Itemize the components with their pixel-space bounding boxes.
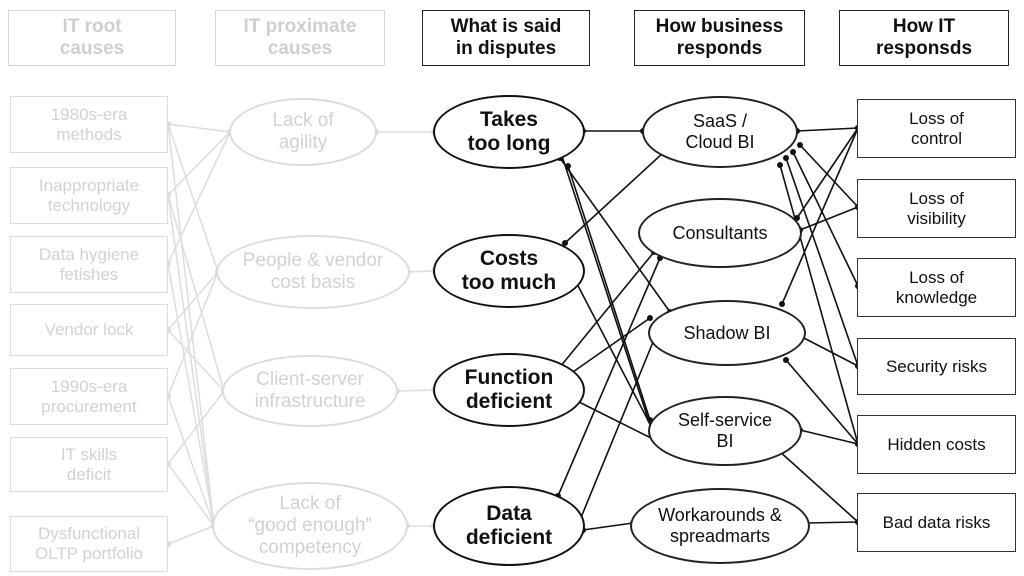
faded-connector: [167, 123, 231, 133]
business-to-it-connector: [779, 164, 859, 445]
faded-connector: [167, 123, 219, 273]
faded-connector: [407, 270, 435, 273]
connector-dot: [783, 357, 789, 363]
dispute-takes-too-long: Takes too long: [433, 95, 585, 169]
business-to-it-connector: [805, 521, 859, 524]
root-cause-it-skills-deficit: IT skills deficit: [10, 437, 168, 492]
business-to-it-connector: [777, 449, 859, 523]
header-it-proximate-causes: IT proximate causes: [215, 10, 385, 66]
business-to-it-connector: [781, 127, 859, 305]
business-response-consultants: Consultants: [638, 198, 802, 268]
business-to-it-connector: [799, 429, 859, 445]
dispute-data-deficient: Data deficient: [433, 486, 585, 566]
connector-dot: [777, 162, 783, 168]
root-cause-inappropriate-technology: Inappropriate technology: [10, 167, 168, 224]
business-to-it-connector: [785, 359, 859, 445]
dispute-to-business-connector: [574, 279, 653, 429]
proximate-cause-client-server-infrastructure: Client-server infrastructure: [222, 355, 398, 427]
proximate-cause-lack-of-good-enough-competency: Lack of “good enough” competency: [212, 482, 408, 570]
header-it-root-causes: IT root causes: [8, 10, 176, 66]
dispute-to-business-connector: [559, 251, 655, 368]
dispute-function-deficient: Function deficient: [433, 353, 585, 427]
it-response-bad-data-risks: Bad data risks: [857, 493, 1016, 552]
faded-connector: [167, 131, 231, 265]
proximate-cause-lack-of-agility: Lack of agility: [229, 98, 377, 166]
faded-connector: [167, 271, 219, 331]
faded-connector: [167, 463, 215, 527]
it-response-loss-of-control: Loss of control: [857, 99, 1016, 158]
it-response-hidden-costs: Hidden costs: [857, 415, 1016, 474]
faded-connector: [167, 194, 215, 527]
faded-connector: [396, 389, 435, 392]
root-cause-vendor-lock: Vendor lock: [10, 304, 168, 356]
business-response-shadow-bi: Shadow BI: [648, 300, 806, 366]
faded-connector: [167, 131, 231, 196]
dispute-to-business-connector: [557, 257, 661, 497]
business-response-self-service-bi: Self-service BI: [648, 396, 802, 466]
business-to-it-connector: [796, 127, 859, 132]
dispute-costs-too-much: Costs too much: [433, 234, 585, 308]
faded-connector: [167, 263, 215, 527]
dispute-to-business-connector: [569, 317, 651, 375]
proximate-cause-people-vendor-cost-basis: People & vendor cost basis: [216, 235, 410, 309]
business-to-it-connector: [799, 144, 859, 208]
dispute-to-business-connector: [582, 522, 634, 531]
dispute-to-business-connector: [559, 149, 656, 441]
faded-connector: [167, 525, 215, 545]
business-response-saas-cloud-bi: SaaS / Cloud BI: [642, 96, 798, 168]
faded-connector: [167, 123, 215, 527]
connector-dot: [790, 149, 796, 155]
root-cause-1990s-era-procurement: 1990s-era procurement: [10, 368, 168, 425]
connector-dot: [783, 155, 789, 161]
business-to-it-connector: [785, 157, 859, 367]
dispute-to-business-connector: [564, 151, 665, 244]
root-cause-1980s-era-methods: 1980s-era methods: [10, 96, 168, 153]
connector-dot: [647, 315, 653, 321]
header-how-business-responds: How business responds: [634, 10, 805, 66]
it-response-loss-of-knowledge: Loss of knowledge: [857, 258, 1016, 317]
faded-connector: [167, 329, 225, 392]
header-what-is-said-in-disputes: What is said in disputes: [422, 10, 590, 66]
business-to-it-connector: [799, 206, 859, 231]
faded-connector: [167, 194, 225, 392]
faded-connector: [167, 271, 219, 397]
faded-connector: [167, 390, 225, 465]
dispute-to-business-connector: [567, 165, 651, 421]
it-response-loss-of-visibility: Loss of visibility: [857, 179, 1016, 238]
business-to-it-connector: [796, 127, 859, 219]
connector-dot: [797, 142, 803, 148]
dispute-to-business-connector: [579, 324, 661, 521]
business-response-workarounds-spreadmarts: Workarounds & spreadmarts: [630, 488, 810, 564]
root-cause-data-hygiene-fetishes: Data hygiene fetishes: [10, 236, 168, 293]
root-cause-dysfunctional-oltp-portfolio: Dysfunctional OLTP portfolio: [10, 516, 168, 572]
connector-dot: [779, 301, 785, 307]
header-how-it-responds: How IT responsds: [839, 10, 1009, 66]
faded-connector: [167, 395, 215, 527]
it-response-security-risks: Security risks: [857, 338, 1016, 395]
business-to-it-connector: [792, 151, 859, 287]
business-to-it-connector: [799, 335, 859, 367]
dispute-to-business-connector: [559, 157, 671, 313]
dispute-to-business-connector: [574, 399, 656, 441]
